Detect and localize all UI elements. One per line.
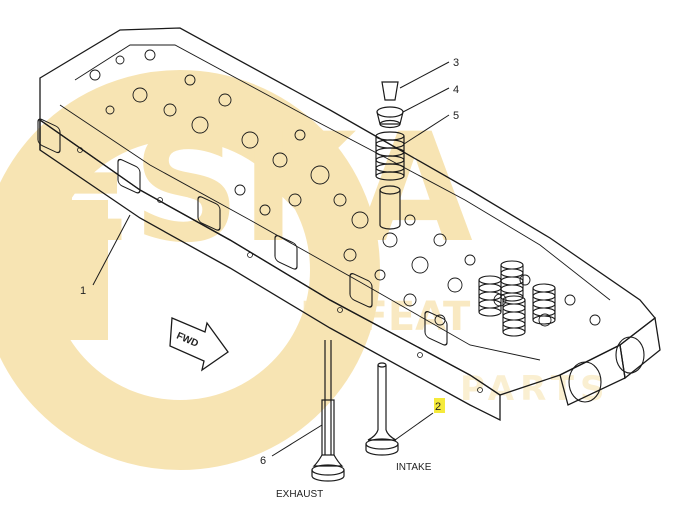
watermark-word-2: PARTS <box>460 369 610 409</box>
callout-4: 4 <box>453 84 459 96</box>
valve-spring <box>375 131 405 181</box>
cylinder-head <box>37 27 661 422</box>
callout-6: 6 <box>260 455 266 467</box>
valve-keeper-retainer-spring-group <box>375 81 405 230</box>
valve-keeper <box>381 81 399 101</box>
watermark-word-1: DEFEAT <box>300 294 471 340</box>
leader-1 <box>92 214 131 286</box>
exhaust-valve <box>311 340 345 482</box>
callout-2: 2 <box>435 401 441 413</box>
callout-5: 5 <box>453 110 459 122</box>
leader-5 <box>403 114 450 145</box>
callouts: 1 2 3 4 5 6 <box>80 57 459 467</box>
intake-valve <box>365 362 399 456</box>
callout-1: 1 <box>80 285 86 297</box>
leader-lines <box>92 61 450 457</box>
callout-3: 3 <box>453 57 459 69</box>
callout-2-highlight <box>434 398 445 413</box>
leader-6 <box>271 424 323 457</box>
exhaust-label: EXHAUST <box>276 489 323 500</box>
leader-4 <box>402 87 450 113</box>
watermark-logo: ESKA DEFEAT PARTS <box>0 70 610 470</box>
fwd-direction-arrow: FWD <box>169 317 229 372</box>
leader-2 <box>394 412 434 441</box>
intake-label: INTAKE <box>396 462 432 473</box>
installed-springs <box>478 260 556 337</box>
leader-3 <box>399 61 450 89</box>
